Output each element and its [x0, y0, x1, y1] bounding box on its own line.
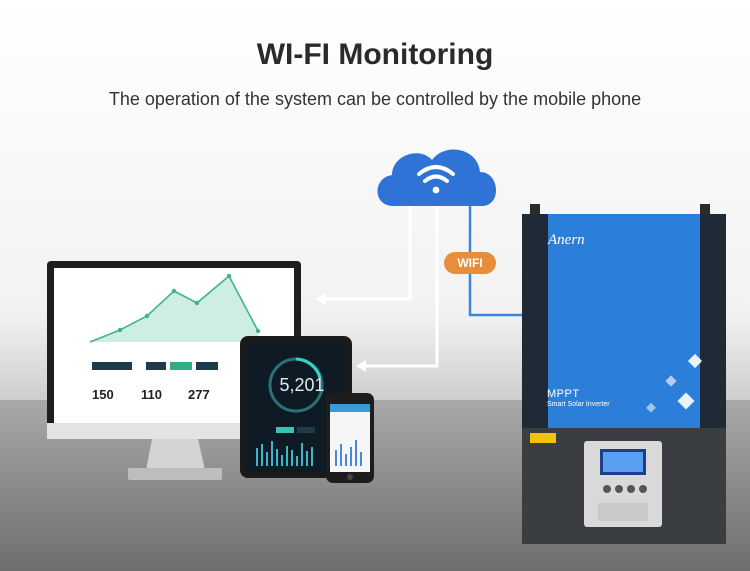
monitor — [47, 261, 301, 480]
monitor-stat: 277 — [188, 387, 210, 402]
wifi-badge: WIFI — [444, 252, 496, 274]
monitor-stat: 150 — [92, 387, 114, 402]
monitor-stat: 110 — [141, 387, 162, 402]
wifi-line — [468, 206, 522, 317]
inverter — [522, 204, 726, 544]
phone — [326, 393, 374, 483]
wifi-icon — [417, 165, 455, 183]
inverter-model: MPPT — [547, 388, 580, 400]
page-title: WI-FI Monitoring — [256, 38, 494, 71]
page-subtitle: The operation of the system can be contr… — [108, 89, 642, 109]
inverter-description: Smart Solar Inverter — [547, 401, 610, 408]
arrow-left-icon — [316, 293, 326, 305]
inverter-brand: Anern — [548, 232, 585, 248]
arrow-left-icon — [356, 360, 366, 372]
cloud-icon — [377, 149, 497, 206]
connection-lines — [318, 206, 439, 368]
tablet-reading: 5,201 — [279, 375, 325, 395]
